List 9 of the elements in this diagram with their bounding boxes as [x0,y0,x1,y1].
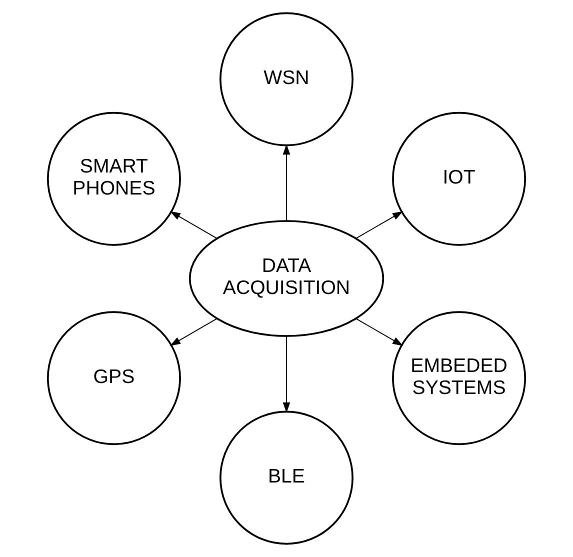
arrow [356,318,404,346]
node-ellipse: DATA ACQUISITION [188,220,384,337]
arrow [356,211,404,239]
node-circle: WSN [220,12,354,146]
arrow [170,211,218,239]
arrow [170,318,218,346]
arrow [282,144,290,222]
arrow [282,336,290,413]
node-circle: BLE [220,410,354,545]
